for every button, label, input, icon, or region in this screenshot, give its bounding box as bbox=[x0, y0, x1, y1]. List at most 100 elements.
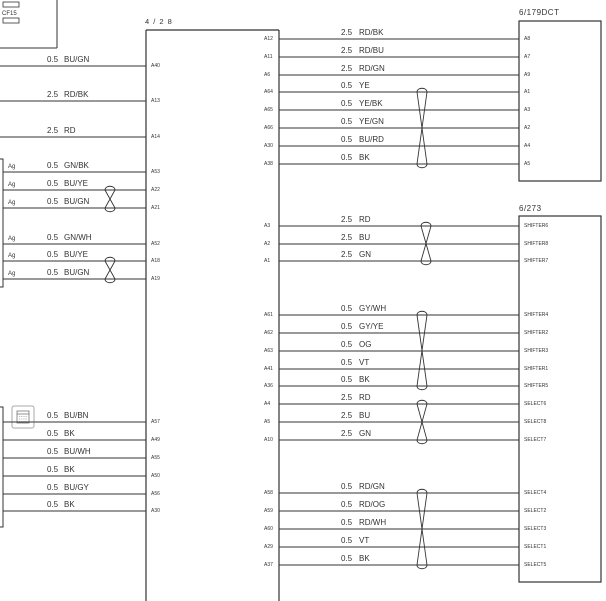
wire-color: RD/BK bbox=[64, 90, 89, 99]
ag-label: Ag bbox=[8, 236, 15, 242]
wire-gauge: 2.5 bbox=[341, 233, 353, 242]
ag-label: Ag bbox=[8, 182, 15, 188]
twist-marker bbox=[416, 399, 428, 445]
wire-color: YE/GN bbox=[359, 117, 384, 126]
left-pin-label: A58 bbox=[264, 490, 273, 496]
pin-label: A22 bbox=[151, 187, 160, 193]
right-pin-label: SHIFTER5 bbox=[524, 383, 548, 389]
wire-color: GN bbox=[359, 429, 371, 438]
right-pin-label: SHIFTER3 bbox=[524, 348, 548, 354]
right-pin-label: SELECT3 bbox=[524, 526, 546, 532]
wire-color: VT bbox=[359, 536, 369, 545]
left-pin-label: A41 bbox=[264, 366, 273, 372]
wire-color: RD bbox=[359, 215, 371, 224]
wire-gauge: 0.5 bbox=[341, 536, 353, 545]
right-pin-label: A8 bbox=[524, 36, 530, 42]
twist-marker bbox=[416, 87, 428, 169]
left-pin-label: A4 bbox=[264, 401, 270, 407]
wire-color: BK bbox=[64, 429, 75, 438]
twist-marker bbox=[420, 221, 432, 266]
wire-gauge: 0.5 bbox=[341, 117, 353, 126]
right-pin-label: A3 bbox=[524, 107, 530, 113]
wire-gauge: 2.5 bbox=[341, 411, 353, 420]
left-pin-label: A5 bbox=[264, 419, 270, 425]
wire-gauge: 0.5 bbox=[341, 304, 353, 313]
wire-gauge: 2.5 bbox=[341, 393, 353, 402]
right-pin-label: A7 bbox=[524, 54, 530, 60]
wire-gauge: 2.5 bbox=[341, 46, 353, 55]
wire-color: RD/GN bbox=[359, 482, 385, 491]
left-pin-label: A63 bbox=[264, 348, 273, 354]
right-pin-label: SELECT6 bbox=[524, 401, 546, 407]
wire-gauge: 0.5 bbox=[341, 518, 353, 527]
wire-color: BK bbox=[359, 153, 370, 162]
right-pin-label: SELECT5 bbox=[524, 562, 546, 568]
wire-gauge: 0.5 bbox=[341, 153, 353, 162]
right-pin-label: A4 bbox=[524, 143, 530, 149]
wire-color: RD/BK bbox=[359, 28, 384, 37]
pin-label: A19 bbox=[151, 276, 160, 282]
twist-marker bbox=[104, 185, 116, 213]
wire-gauge: 0.5 bbox=[341, 135, 353, 144]
wire-gauge: 2.5 bbox=[341, 28, 353, 37]
wire-gauge: 0.5 bbox=[47, 411, 59, 420]
wire-gauge: 2.5 bbox=[47, 126, 59, 135]
pin-label: A49 bbox=[151, 437, 160, 443]
right-pin-label: SHIFTER1 bbox=[524, 366, 548, 372]
pin-label: A21 bbox=[151, 205, 160, 211]
calculator-icon[interactable] bbox=[11, 405, 35, 429]
wire-color: RD/OG bbox=[359, 500, 385, 509]
wire-gauge: 0.5 bbox=[341, 322, 353, 331]
twisted-pair-markers bbox=[104, 87, 432, 570]
wire-color: BU/WH bbox=[64, 447, 91, 456]
wire-gauge: 0.5 bbox=[47, 268, 59, 277]
right-pin-label: SHIFTER7 bbox=[524, 258, 548, 264]
left-pin-label: A2 bbox=[264, 241, 270, 247]
wire-color: RD/WH bbox=[359, 518, 386, 527]
left-pin-label: A60 bbox=[264, 526, 273, 532]
wire-color: GN/WH bbox=[64, 233, 92, 242]
right-pin-label: SHIFTER8 bbox=[524, 241, 548, 247]
wire-color: BU/GY bbox=[64, 483, 90, 492]
twist-marker bbox=[104, 256, 116, 284]
pin-label: A13 bbox=[151, 98, 160, 104]
left-pin-label: A65 bbox=[264, 107, 273, 113]
left-pin-label: A30 bbox=[264, 143, 273, 149]
right-pin-label: A1 bbox=[524, 89, 530, 95]
right-pin-label: SELECT1 bbox=[524, 544, 546, 550]
wire-color: BU/RD bbox=[359, 135, 384, 144]
connector-dct: 6/179DCT bbox=[518, 8, 602, 182]
twist-marker bbox=[416, 310, 428, 391]
left-pin-label: A62 bbox=[264, 330, 273, 336]
right-pin-label: A9 bbox=[524, 72, 530, 78]
wire-color: RD bbox=[359, 393, 371, 402]
left-pin-label: A37 bbox=[264, 562, 273, 568]
wire-gauge: 0.5 bbox=[341, 358, 353, 367]
wire-gauge: 0.5 bbox=[341, 500, 353, 509]
wire-color: BK bbox=[64, 465, 75, 474]
wire-gauge: 0.5 bbox=[47, 483, 59, 492]
ag-label: Ag bbox=[8, 200, 15, 206]
left-pin-label: A3 bbox=[264, 223, 270, 229]
wire-color: BU/GN bbox=[64, 268, 90, 277]
wire-color: GY/WH bbox=[359, 304, 386, 313]
left-component-boxes bbox=[0, 158, 4, 528]
left-pin-label: A64 bbox=[264, 89, 273, 95]
ag-label: Ag bbox=[8, 164, 15, 170]
wire-gauge: 0.5 bbox=[47, 465, 59, 474]
wire-color: BU/YE bbox=[64, 250, 88, 259]
pin-label: A56 bbox=[151, 491, 160, 497]
wire-gauge: 0.5 bbox=[341, 554, 353, 563]
right-pin-label: A2 bbox=[524, 125, 530, 131]
right-pin-label: A5 bbox=[524, 161, 530, 167]
pin-label: A55 bbox=[151, 455, 160, 461]
pin-label: A52 bbox=[151, 241, 160, 247]
left-pin-label: A1 bbox=[264, 258, 270, 264]
right-pin-label: SHIFTER2 bbox=[524, 330, 548, 336]
pin-label: A40 bbox=[151, 63, 160, 69]
wire-color: VT bbox=[359, 358, 369, 367]
wire-color: GY/YE bbox=[359, 322, 383, 331]
wire-gauge: 0.5 bbox=[47, 250, 59, 259]
